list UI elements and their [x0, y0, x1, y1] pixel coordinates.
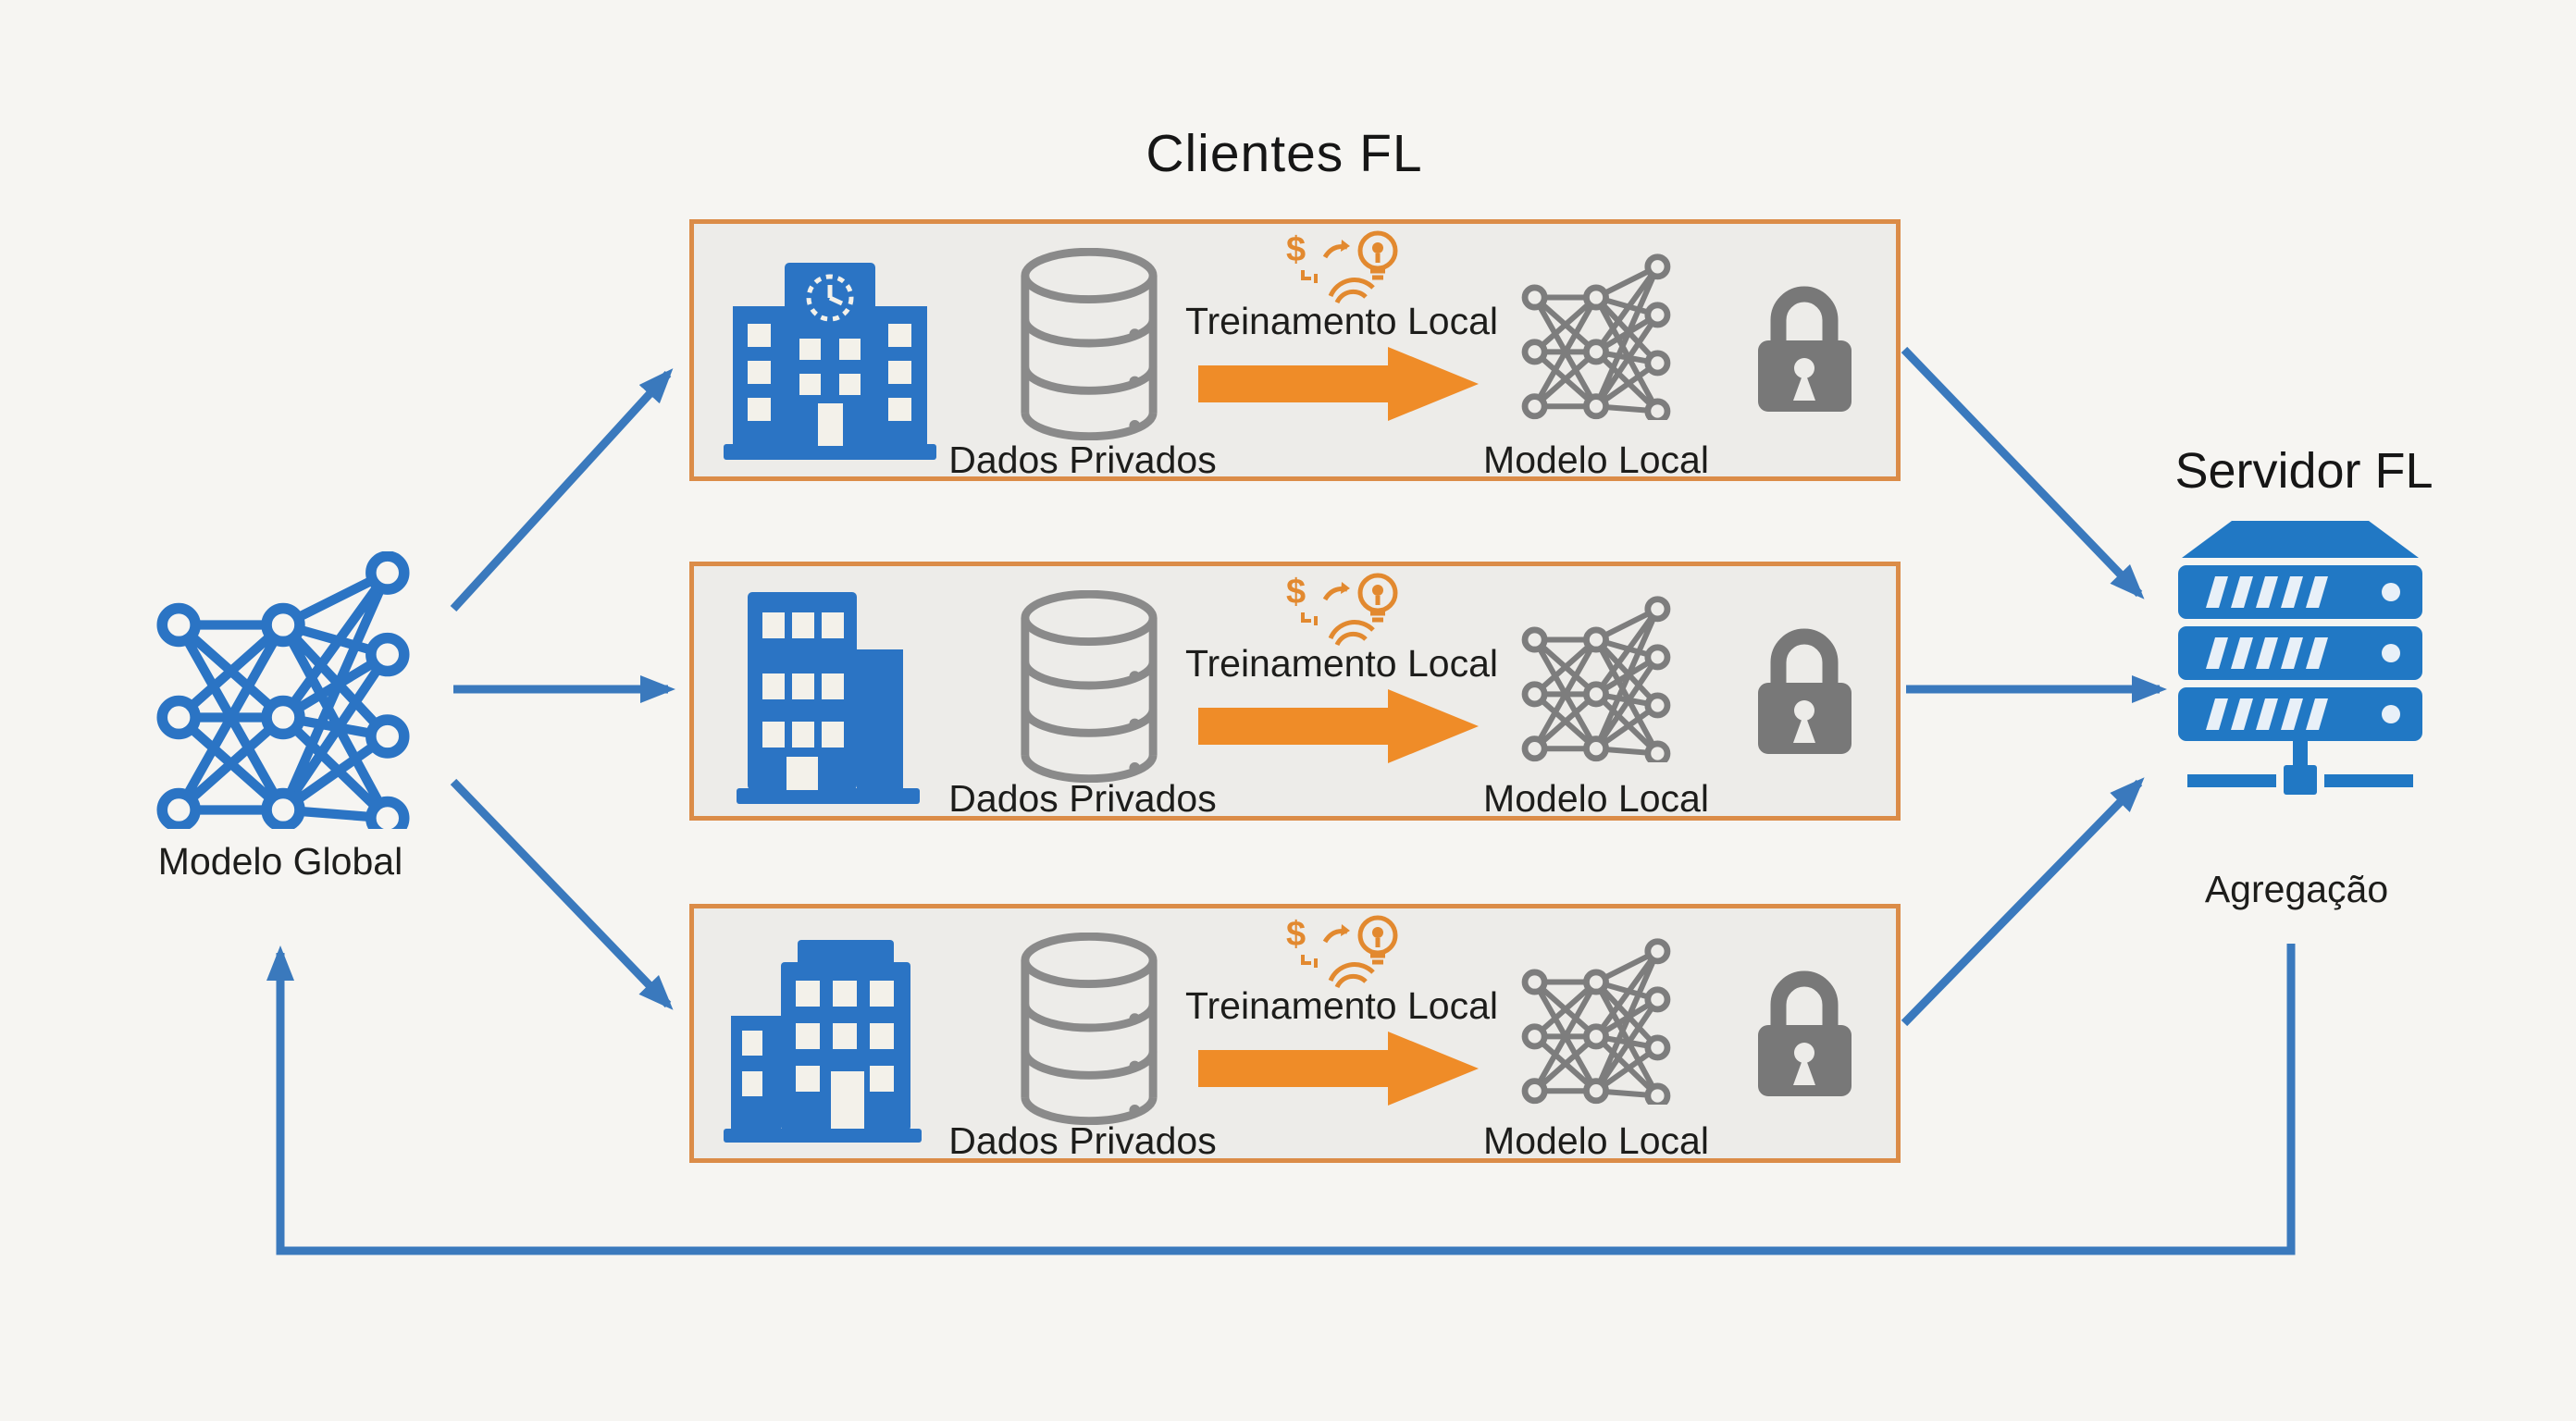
private-data-label: Dados Privados: [948, 777, 1217, 820]
local-model-icon: [1519, 594, 1673, 762]
database-icon: [1016, 590, 1162, 783]
training-insight-icon: $: [1284, 570, 1414, 646]
arrow-client1-to-server: [1901, 346, 2145, 599]
building-complex-icon: [724, 931, 927, 1143]
building-clock-icon: [724, 255, 936, 463]
global-model-label: Modelo Global: [157, 840, 403, 883]
arrow-global-to-client1: [450, 368, 674, 612]
lock-icon: [1747, 611, 1863, 759]
client-box-3: Dados Privados $ Treinamento Local: [689, 904, 1901, 1163]
server-title: Servidor FL: [2174, 443, 2434, 499]
training-arrow: [1198, 1031, 1480, 1106]
arrow-client3-to-server: [1901, 777, 2145, 1027]
local-model-icon: [1519, 936, 1673, 1105]
database-icon: [1016, 933, 1162, 1125]
local-training-label: Treinamento Local: [1184, 642, 1499, 685]
client-box-2: Dados Privados $ Treinamento Local: [689, 562, 1901, 821]
training-arrow: [1198, 346, 1480, 422]
svg-text:$: $: [1286, 573, 1306, 612]
arrow-global-to-client3: [450, 778, 674, 1010]
server-aggregation-label: Agregação: [2204, 868, 2389, 910]
local-model-icon: [1519, 252, 1673, 420]
arrow-server-return-to-global: [266, 944, 2296, 1255]
lock-icon: [1747, 953, 1863, 1101]
training-insight-icon: $: [1284, 228, 1414, 303]
building-tower-icon: [731, 592, 925, 805]
local-training-label: Treinamento Local: [1184, 300, 1499, 342]
training-insight-icon: $: [1284, 912, 1414, 988]
local-training-label: Treinamento Local: [1184, 984, 1499, 1027]
svg-text:$: $: [1286, 230, 1306, 269]
local-model-label: Modelo Local: [1483, 777, 1709, 820]
local-model-label: Modelo Local: [1483, 439, 1709, 481]
svg-text:$: $: [1286, 915, 1306, 954]
clients-title: Clientes FL: [1146, 124, 1423, 183]
lock-icon: [1747, 268, 1863, 416]
training-arrow: [1198, 688, 1480, 764]
private-data-label: Dados Privados: [948, 439, 1217, 481]
global-model-icon: [153, 551, 414, 829]
local-model-label: Modelo Local: [1483, 1119, 1709, 1162]
private-data-label: Dados Privados: [948, 1119, 1217, 1162]
database-icon: [1016, 248, 1162, 440]
server-icon: [2174, 521, 2426, 828]
client-box-1: Dados Privados $ Treinamento Local: [689, 219, 1901, 481]
